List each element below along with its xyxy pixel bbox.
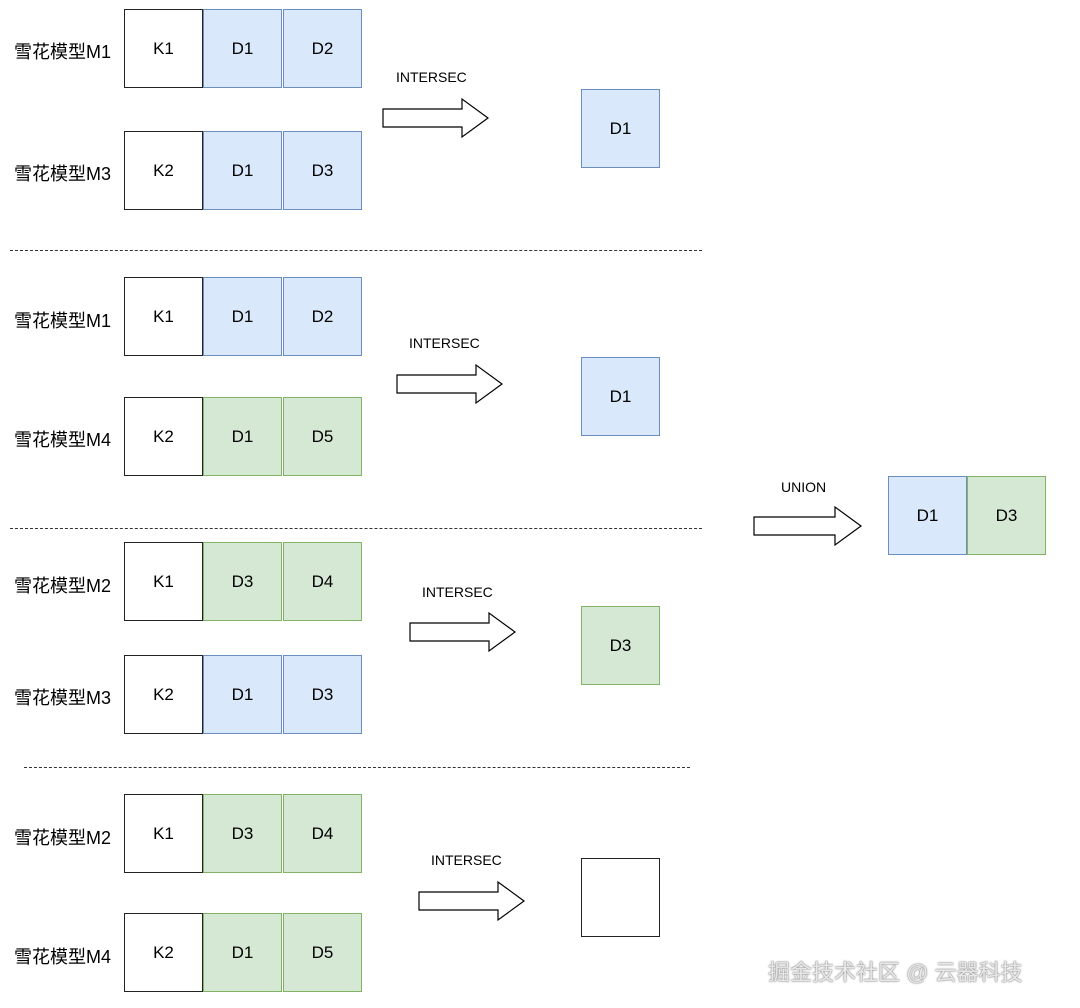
group-divider <box>10 250 702 251</box>
dim-cell: D5 <box>283 913 362 992</box>
union-result-cell: D3 <box>967 476 1046 555</box>
dim-cell: D1 <box>203 655 282 734</box>
model-label: 雪花模型M2 <box>14 576 112 596</box>
dim-cell: D3 <box>283 131 362 210</box>
key-cell: K1 <box>124 277 203 356</box>
dim-cell: D3 <box>203 542 282 621</box>
key-cell: K1 <box>124 794 203 873</box>
result-cell: D3 <box>581 606 660 685</box>
key-cell: K2 <box>124 131 203 210</box>
result-cell <box>581 858 660 937</box>
right-arrow-icon <box>382 97 490 139</box>
intersec-label: INTERSEC <box>422 584 493 600</box>
model-label: 雪花模型M2 <box>14 828 112 848</box>
dim-cell: D3 <box>203 794 282 873</box>
dim-cell: D1 <box>203 9 282 88</box>
key-cell: K2 <box>124 913 203 992</box>
watermark: 掘金技术社区 @ 云器科技 <box>768 960 1023 985</box>
model-label: 雪花模型M1 <box>14 311 112 331</box>
dim-cell: D2 <box>283 9 362 88</box>
right-arrow-icon <box>418 880 526 922</box>
key-cell: K2 <box>124 655 203 734</box>
group-divider <box>10 528 702 529</box>
intersec-label: INTERSEC <box>409 335 480 351</box>
result-cell: D1 <box>581 89 660 168</box>
right-arrow-icon <box>396 363 504 405</box>
dim-cell: D1 <box>203 277 282 356</box>
result-cell: D1 <box>581 357 660 436</box>
model-label: 雪花模型M3 <box>14 164 112 184</box>
dim-cell: D1 <box>203 913 282 992</box>
union-label: UNION <box>781 479 827 495</box>
model-label: 雪花模型M3 <box>14 688 112 708</box>
key-cell: K1 <box>124 542 203 621</box>
model-label: 雪花模型M4 <box>14 947 112 967</box>
model-label: 雪花模型M1 <box>14 42 112 62</box>
right-arrow-icon <box>409 611 517 653</box>
key-cell: K2 <box>124 397 203 476</box>
intersec-label: INTERSEC <box>431 852 502 868</box>
dim-cell: D3 <box>283 655 362 734</box>
dim-cell: D2 <box>283 277 362 356</box>
model-label: 雪花模型M4 <box>14 430 112 450</box>
intersec-label: INTERSEC <box>396 69 467 85</box>
group-divider <box>24 767 690 768</box>
key-cell: K1 <box>124 9 203 88</box>
dim-cell: D1 <box>203 131 282 210</box>
union-result-cell: D1 <box>888 476 967 555</box>
dim-cell: D5 <box>283 397 362 476</box>
dim-cell: D4 <box>283 794 362 873</box>
dim-cell: D4 <box>283 542 362 621</box>
right-arrow-icon <box>753 505 863 547</box>
dim-cell: D1 <box>203 397 282 476</box>
